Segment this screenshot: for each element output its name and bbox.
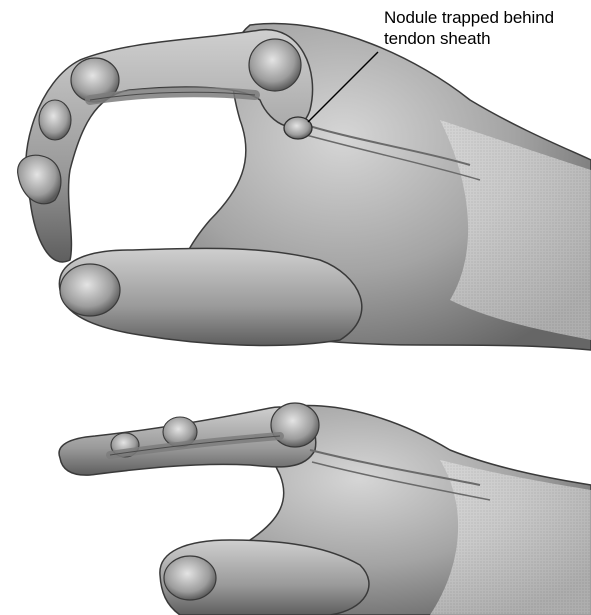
bottom-hand-extended <box>59 403 591 615</box>
top-hand-flexed <box>18 24 591 350</box>
nodule-marker <box>284 117 312 139</box>
nodule-callout-label: Nodule trapped behind tendon sheath <box>384 7 589 49</box>
callout-line-2: tendon sheath <box>384 28 589 49</box>
callout-line-1: Nodule trapped behind <box>384 7 589 28</box>
